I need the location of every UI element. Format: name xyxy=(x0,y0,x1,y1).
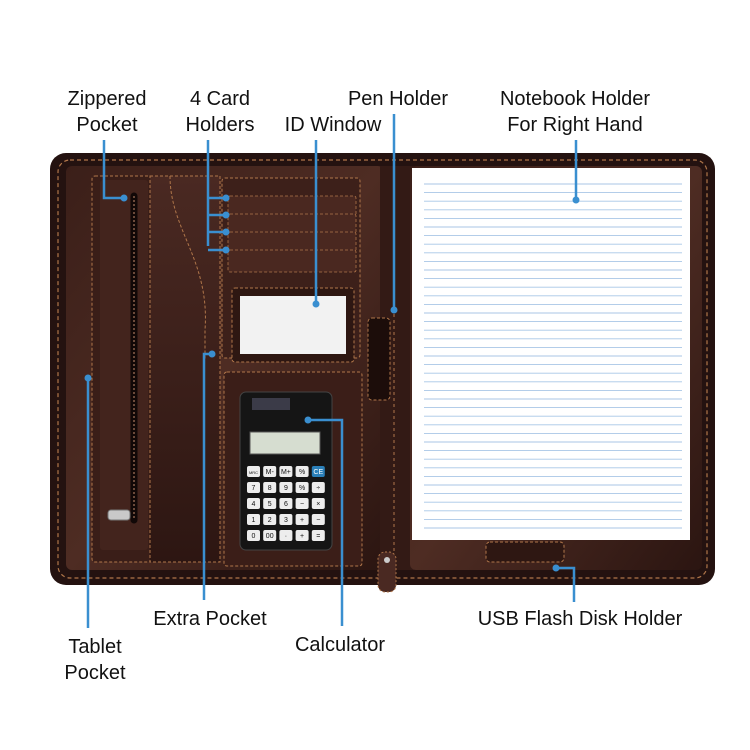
calculator-key xyxy=(311,530,325,541)
extra-pocket xyxy=(149,175,221,563)
id-window xyxy=(240,296,346,354)
calculator-key xyxy=(247,530,260,541)
label-line: USB Flash Disk Holder xyxy=(477,608,683,630)
notebook-lines xyxy=(424,183,682,529)
calculator-key xyxy=(279,514,293,525)
calculator-key xyxy=(279,466,293,477)
calculator-key xyxy=(279,498,293,509)
calculator-key xyxy=(295,530,309,541)
zipper-pull xyxy=(107,509,131,521)
zippered-pocket xyxy=(100,180,148,550)
calculator-key xyxy=(247,482,260,493)
label-usb-holder: USB Flash Disk Holder xyxy=(458,606,702,632)
calculator-key xyxy=(295,482,309,493)
calculator-key-label: + xyxy=(300,517,304,524)
label-line: ID Window xyxy=(284,114,382,136)
calculator-key xyxy=(295,466,309,477)
label-pen-holder: Pen Holder xyxy=(328,86,468,112)
label-line: Pocket xyxy=(76,114,138,136)
callout-zippered-pocket xyxy=(102,140,124,200)
calculator-key xyxy=(311,466,325,477)
calculator-key-label: 6 xyxy=(284,501,288,508)
calculator-key xyxy=(295,498,309,509)
card-slot xyxy=(227,195,357,217)
calculator-key-label: MRC xyxy=(249,470,258,475)
card-slot xyxy=(227,213,357,235)
label-zippered-pocket: Zippered Pocket xyxy=(52,86,162,138)
calculator-key xyxy=(263,466,277,477)
label-line: Notebook Holder xyxy=(499,88,651,110)
label-line: Holders xyxy=(185,114,255,136)
callout-usb xyxy=(556,566,576,602)
calculator-key-label: 5 xyxy=(268,501,272,508)
calculator-key-label: · xyxy=(285,533,287,540)
label-notebook-holder: Notebook Holder For Right Hand xyxy=(470,86,680,138)
calculator-key-label: − xyxy=(300,501,304,508)
calculator-key xyxy=(247,514,260,525)
solar-panel xyxy=(252,398,290,410)
label-line: Zippered xyxy=(67,88,147,110)
callout-calculator xyxy=(308,418,344,626)
calculator-key-label: 0 xyxy=(252,533,256,540)
calculator-key-label: 00 xyxy=(266,533,274,540)
calculator-key xyxy=(279,482,293,493)
label-extra-pocket: Extra Pocket xyxy=(140,606,280,632)
label-line: Pen Holder xyxy=(347,88,449,110)
label-tablet-pocket: Tablet Pocket xyxy=(40,634,150,686)
calculator-key xyxy=(311,514,325,525)
calculator-key-label: × xyxy=(316,501,320,508)
label-card-holders: 4 Card Holders xyxy=(170,86,270,138)
calculator-key-label: % xyxy=(299,485,305,492)
calculator-key xyxy=(311,498,325,509)
calculator-key-label: + xyxy=(300,533,304,540)
label-line: For Right Hand xyxy=(507,114,643,136)
calculator-key xyxy=(263,482,277,493)
calculator-display xyxy=(249,431,321,455)
calculator-key xyxy=(247,466,260,477)
calculator-key-label: 7 xyxy=(252,485,256,492)
label-line: Pocket xyxy=(64,662,126,684)
calculator-key xyxy=(263,498,277,509)
label-line: 4 Card xyxy=(189,88,251,110)
label-line: Calculator xyxy=(294,634,386,656)
calculator-key-label: CE xyxy=(313,469,323,476)
calculator-key-label: M+ xyxy=(281,469,291,476)
calculator-key-label: 8 xyxy=(268,485,272,492)
calculator-key-label: 4 xyxy=(252,501,256,508)
calculator-key-label: 2 xyxy=(268,517,272,524)
card-slot xyxy=(227,249,357,273)
calculator-key xyxy=(247,498,260,509)
calculator-key xyxy=(279,530,293,541)
label-calculator: Calculator xyxy=(272,632,408,658)
calculator-key-label: % xyxy=(299,469,305,476)
calculator-key xyxy=(311,482,325,493)
usb-flash-disk-holder xyxy=(485,541,565,563)
zipper-tab xyxy=(377,551,397,593)
pen-holder xyxy=(367,317,391,401)
label-line: Tablet xyxy=(68,636,122,658)
notebook xyxy=(412,168,690,540)
calculator-key xyxy=(263,530,277,541)
label-line: Extra Pocket xyxy=(153,608,267,630)
card-slot xyxy=(227,231,357,253)
calculator-key-label: = xyxy=(316,533,320,540)
calculator-key-label: 3 xyxy=(284,517,288,524)
calculator-key-label: M- xyxy=(266,469,275,476)
calculator-key-label: 1 xyxy=(252,517,256,524)
calculator-key-label: − xyxy=(316,517,320,524)
calculator-key-label: 9 xyxy=(284,485,288,492)
label-id-window: ID Window xyxy=(268,112,398,138)
calculator-key-label: ÷ xyxy=(316,485,320,492)
calculator-key xyxy=(295,514,309,525)
calculator-key xyxy=(263,514,277,525)
